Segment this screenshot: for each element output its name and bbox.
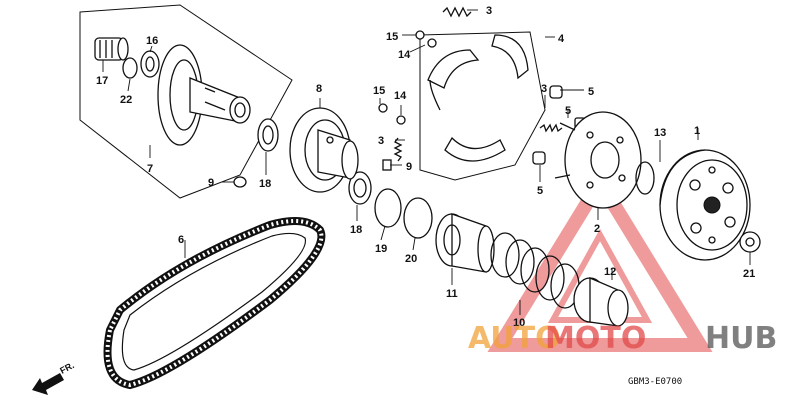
- callout-3-center: 3: [378, 135, 384, 147]
- part-21-nut: [739, 231, 761, 253]
- callout-14-upper: 14: [398, 49, 411, 61]
- watermark-text-auto: AUTO: [468, 321, 561, 356]
- callout-18-center: 18: [350, 224, 362, 236]
- part-4-clutch-weight-right: [491, 34, 529, 80]
- watermark-text-moto: MOTO: [545, 321, 646, 356]
- part-11-seal-collar: [435, 213, 495, 273]
- callout-3-right: 3: [541, 83, 547, 95]
- part-4-clutch-weight-upper: [427, 49, 480, 111]
- assembly-frame-clutch: [419, 31, 546, 181]
- part-1-clutch-outer: [659, 149, 751, 261]
- part-3-clutch-spring-center: [393, 137, 403, 162]
- callout-12: 12: [604, 266, 616, 278]
- callout-22: 22: [120, 94, 132, 106]
- part-15-clip-center: [378, 103, 388, 113]
- callout-2: 2: [594, 223, 600, 235]
- callout-3-top: 3: [486, 5, 492, 17]
- callout-1: 1: [694, 125, 700, 137]
- callout-5-lower: 5: [537, 185, 543, 197]
- part-4-clutch-weight-lower: [444, 136, 506, 162]
- callout-8: 8: [316, 83, 322, 95]
- callout-11: 11: [446, 288, 458, 300]
- diagram-code: GBM3-E0700: [628, 377, 682, 387]
- part-7-driven-face: [157, 44, 251, 146]
- callout-13: 13: [654, 127, 666, 139]
- part-18-oil-seal-lower: [348, 171, 372, 205]
- callout-5-middle: 5: [565, 105, 571, 117]
- callout-21: 21: [743, 268, 755, 280]
- part-20-o-ring: [403, 197, 433, 239]
- assembly-frame-left: [79, 4, 293, 199]
- callout-14-center: 14: [394, 90, 407, 102]
- callout-numbers: 1 2 3 3 3 4 5 5 5 6 7 8 9 9 10 11 12 13 …: [96, 5, 755, 329]
- part-12-collar: [573, 277, 629, 327]
- callout-4: 4: [558, 33, 565, 45]
- part-17-needle-bearing: [94, 37, 129, 61]
- callout-20: 20: [405, 253, 417, 265]
- part-3-clutch-spring-right: [539, 123, 563, 133]
- callout-9-center: 9: [406, 161, 412, 173]
- part-5-nut-upper: [549, 85, 563, 99]
- callout-7: 7: [147, 163, 153, 175]
- callout-5-upper: 5: [588, 86, 594, 98]
- front-direction-label: FR.: [58, 360, 75, 376]
- callout-16: 16: [146, 35, 158, 47]
- part-16-bearing: [140, 50, 160, 78]
- part-14-washer-center: [396, 115, 406, 125]
- leader-lines: [102, 9, 751, 315]
- part-10-driven-spring: [490, 232, 580, 309]
- part-19-o-ring: [374, 188, 402, 228]
- callout-6: 6: [178, 234, 184, 246]
- part-15-clip-upper: [415, 30, 425, 40]
- callout-10: 10: [513, 317, 525, 329]
- callout-15-center: 15: [373, 85, 385, 97]
- part-6-drive-belt: [103, 217, 326, 390]
- part-22-circlip: [122, 57, 138, 79]
- watermark-logo: AUTO MOTO HUB: [468, 321, 777, 356]
- part-2-drive-plate: [554, 111, 642, 209]
- front-direction-arrow-icon: [32, 373, 64, 395]
- callout-19: 19: [375, 243, 387, 255]
- watermark-text-hub: HUB: [705, 321, 777, 356]
- callout-15-upper: 15: [386, 31, 398, 43]
- part-18-oil-seal-upper: [257, 118, 279, 152]
- part-9-guide-pin-left: [233, 176, 247, 188]
- part-14-washer-upper: [427, 38, 437, 48]
- part-5-nut-lower: [532, 151, 546, 165]
- part-13-o-ring: [635, 161, 655, 195]
- callout-17: 17: [96, 75, 108, 87]
- part-9-guide-pin-center: [382, 159, 392, 171]
- callout-9-left: 9: [208, 177, 214, 189]
- part-3-clutch-spring-top: [442, 6, 472, 18]
- part-8-movable-driven-face: [289, 107, 359, 193]
- callout-18-left: 18: [259, 178, 271, 190]
